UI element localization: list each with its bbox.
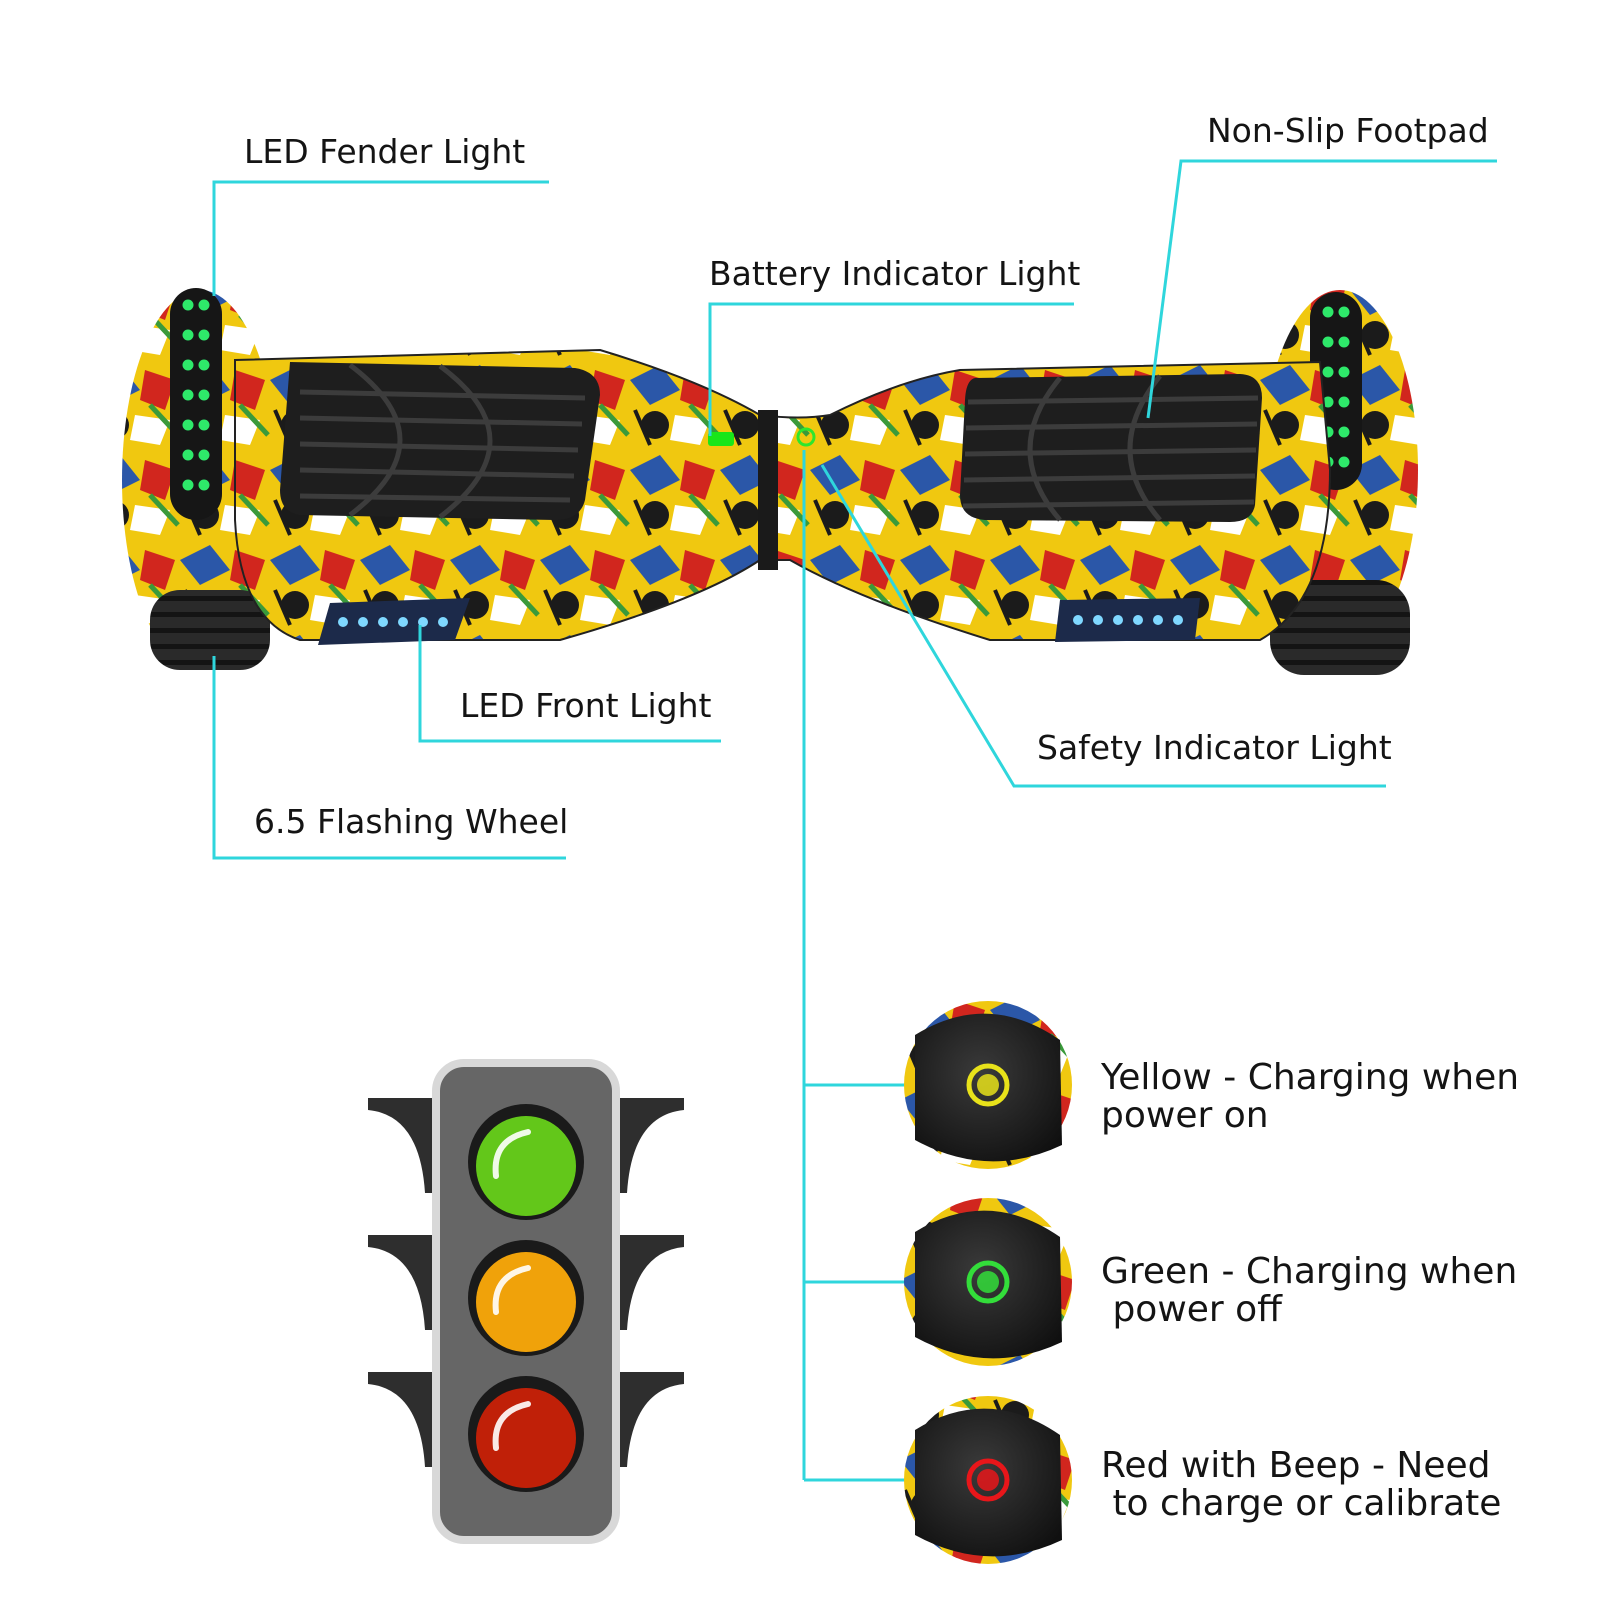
legend-red-line2: to charge or calibrate (1101, 1483, 1502, 1524)
battery-indicator-light (708, 432, 734, 446)
front-led (378, 617, 388, 627)
label-safety-indicator-light: Safety Indicator Light (1037, 728, 1392, 767)
fender-led (1338, 366, 1350, 378)
fender-led (182, 389, 194, 401)
leader-lines (212, 159, 1497, 1482)
legend-green-line1: Green - Charging when (1101, 1251, 1518, 1292)
label-led-fender-light: LED Fender Light (244, 132, 526, 171)
front-led (338, 617, 348, 627)
fender-led (198, 479, 210, 491)
fender-led (1322, 396, 1334, 408)
fender-led (182, 299, 194, 311)
fender-led (1338, 426, 1350, 438)
front-led (1113, 615, 1123, 625)
legend-indicator-ring (966, 1458, 1010, 1502)
fender-led (1338, 396, 1350, 408)
leader-safety-light (820, 464, 1386, 788)
front-led (358, 617, 368, 627)
safety-indicator-light (796, 427, 816, 447)
fender-led (182, 359, 194, 371)
fender-led (1338, 456, 1350, 468)
fender-led (198, 389, 210, 401)
label-non-slip-footpad: Non-Slip Footpad (1207, 111, 1489, 150)
hoverboard-illustration (122, 288, 1418, 675)
label-led-front-light: LED Front Light (460, 686, 712, 725)
legend-yellow-line1: Yellow - Charging when (1101, 1057, 1520, 1098)
traffic-light-amber (476, 1252, 576, 1352)
leader-wheel (212, 656, 566, 860)
legend-red-line1: Red with Beep - Need (1101, 1445, 1491, 1486)
fender-led (1338, 336, 1350, 348)
fender-led (182, 479, 194, 491)
legend-green-line2: power off (1101, 1289, 1282, 1330)
leader-front-light (418, 625, 721, 743)
center-hinge (758, 410, 778, 570)
fender-led (182, 449, 194, 461)
fender-led (198, 329, 210, 341)
front-led (1133, 615, 1143, 625)
fender-led (198, 449, 210, 461)
right-footpad (960, 374, 1262, 522)
front-led (1093, 615, 1103, 625)
label-battery-indicator-light: Battery Indicator Light (709, 254, 1081, 293)
fender-led (1322, 366, 1334, 378)
legend-indicator-ring (966, 1063, 1010, 1107)
fender-led (198, 299, 210, 311)
left-fender-strip (170, 288, 222, 520)
front-led (418, 617, 428, 627)
legend-indicator-ring (966, 1260, 1010, 1304)
traffic-light-green (476, 1116, 576, 1216)
traffic-light-icon (368, 1059, 684, 1544)
fender-led (1322, 336, 1334, 348)
fender-led (1322, 306, 1334, 318)
front-led (398, 617, 408, 627)
legend-circle-2 (904, 1396, 1072, 1564)
fender-led (182, 419, 194, 431)
legend-circle-0 (904, 1001, 1072, 1169)
right-front-light (1055, 598, 1200, 642)
leader-footpad (1146, 159, 1497, 419)
label-flashing-wheel: 6.5 Flashing Wheel (254, 802, 569, 841)
traffic-light-red (476, 1388, 576, 1488)
front-led (1073, 615, 1083, 625)
left-fender-leds (182, 299, 210, 491)
fender-led (198, 359, 210, 371)
legend-indicator-circles (904, 1001, 1072, 1564)
legend-circle-1 (904, 1198, 1072, 1366)
legend-yellow-line2: power on (1101, 1095, 1269, 1136)
front-led (438, 617, 448, 627)
left-front-light (318, 598, 470, 645)
front-led (1173, 615, 1183, 625)
fender-led (1338, 306, 1350, 318)
leader-battery-light (708, 302, 1074, 436)
fender-led (182, 329, 194, 341)
left-footpad (280, 362, 600, 520)
leader-fender-light (212, 180, 549, 296)
front-led (1153, 615, 1163, 625)
fender-led (198, 419, 210, 431)
